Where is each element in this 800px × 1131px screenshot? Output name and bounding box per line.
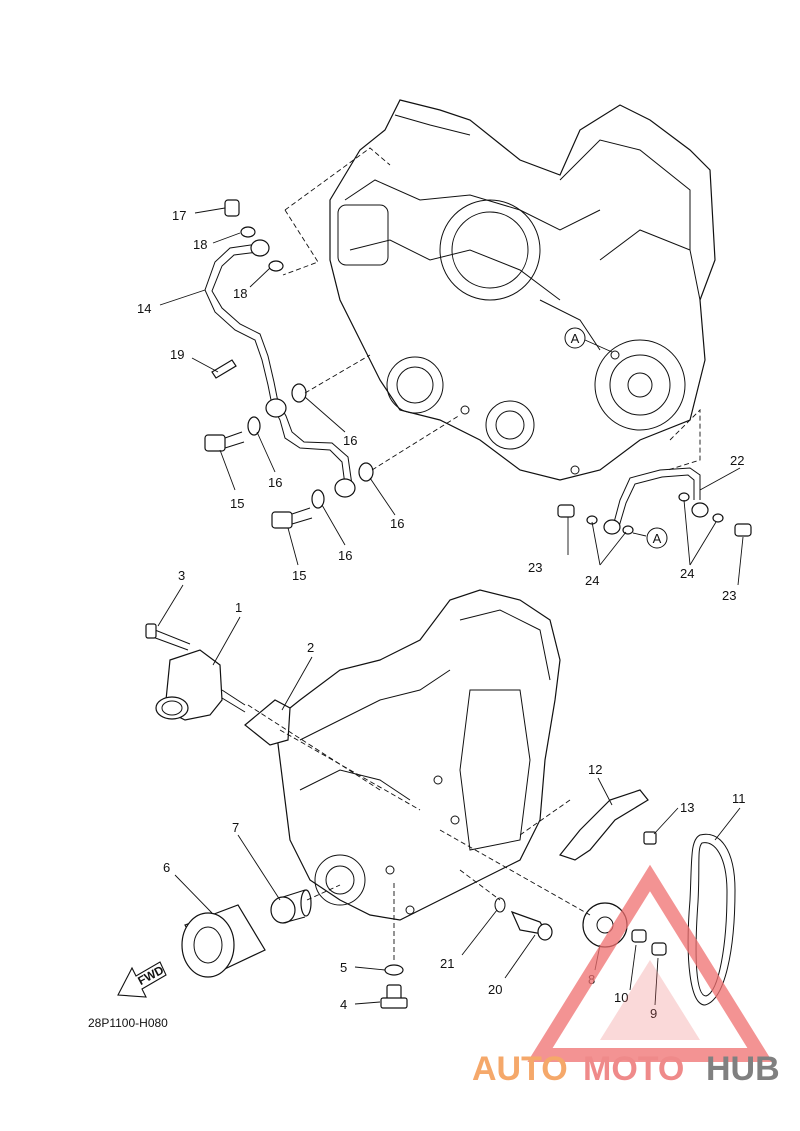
- callout-20: 20: [488, 982, 502, 997]
- callout-15-a: 15: [230, 496, 244, 511]
- callout-9: 9: [650, 1006, 657, 1021]
- svg-text:A: A: [653, 531, 662, 546]
- callout-5: 5: [340, 960, 347, 975]
- callout-18-lower: 18: [233, 286, 247, 301]
- drawing-code: 28P1100-H080: [88, 1016, 168, 1030]
- callout-10: 10: [614, 990, 628, 1005]
- callout-21: 21: [440, 956, 454, 971]
- callout-24-left: 24: [585, 573, 599, 588]
- drain-plug-illustration: [380, 964, 408, 1009]
- pump-gasket-illustration: [244, 699, 291, 746]
- callout-12: 12: [588, 762, 602, 777]
- union-bolts-and-washers: [204, 383, 374, 529]
- reference-marker-a-upper: A: [564, 327, 586, 349]
- callout-7: 7: [232, 820, 239, 835]
- callout-16-b: 16: [268, 475, 282, 490]
- oil-delivery-pipe-illustration: [204, 199, 356, 498]
- callout-22: 22: [730, 453, 744, 468]
- callout-6: 6: [163, 860, 170, 875]
- svg-text:MOTO: MOTO: [583, 1050, 684, 1088]
- callout-14: 14: [137, 301, 151, 316]
- watermark-logo-text: AUTO MOTO HUB: [472, 1050, 780, 1088]
- filter-union-illustration: [270, 889, 312, 924]
- strainer-illustration: [494, 897, 553, 941]
- callout-11: 11: [732, 791, 746, 806]
- automotohub-watermark: [527, 864, 773, 1062]
- callout-24-right: 24: [680, 566, 694, 581]
- callout-16-c: 16: [390, 516, 404, 531]
- drive-chain-illustration: [687, 833, 736, 1006]
- reference-marker-a-lower: A: [646, 527, 668, 549]
- svg-text:A: A: [571, 331, 580, 346]
- callout-16-d: 16: [338, 548, 352, 563]
- callout-4: 4: [340, 997, 347, 1012]
- callout-18-upper: 18: [193, 237, 207, 252]
- leader-lines: [157, 207, 744, 1006]
- callout-17: 17: [172, 208, 186, 223]
- assembly-guide-lines: [247, 147, 701, 960]
- callout-15-b: 15: [292, 568, 306, 583]
- chain-guide-illustration: [558, 789, 657, 861]
- callout-3: 3: [178, 568, 185, 583]
- svg-text:AUTO: AUTO: [472, 1050, 568, 1088]
- callout-23-left: 23: [528, 560, 542, 575]
- oil-pump-illustration: [145, 623, 246, 721]
- forward-direction-arrow: FWD: [117, 961, 167, 998]
- callout-13: 13: [680, 800, 694, 815]
- callout-19: 19: [170, 347, 184, 362]
- svg-text:HUB: HUB: [706, 1050, 780, 1088]
- callout-23-right: 23: [722, 588, 736, 603]
- callout-2: 2: [307, 640, 314, 655]
- oil-filter-illustration: [181, 904, 266, 978]
- callout-16-a: 16: [343, 433, 357, 448]
- callout-1: 1: [235, 600, 242, 615]
- lower-crankcase-illustration: [274, 589, 561, 921]
- upper-crankcase-illustration: [329, 99, 716, 481]
